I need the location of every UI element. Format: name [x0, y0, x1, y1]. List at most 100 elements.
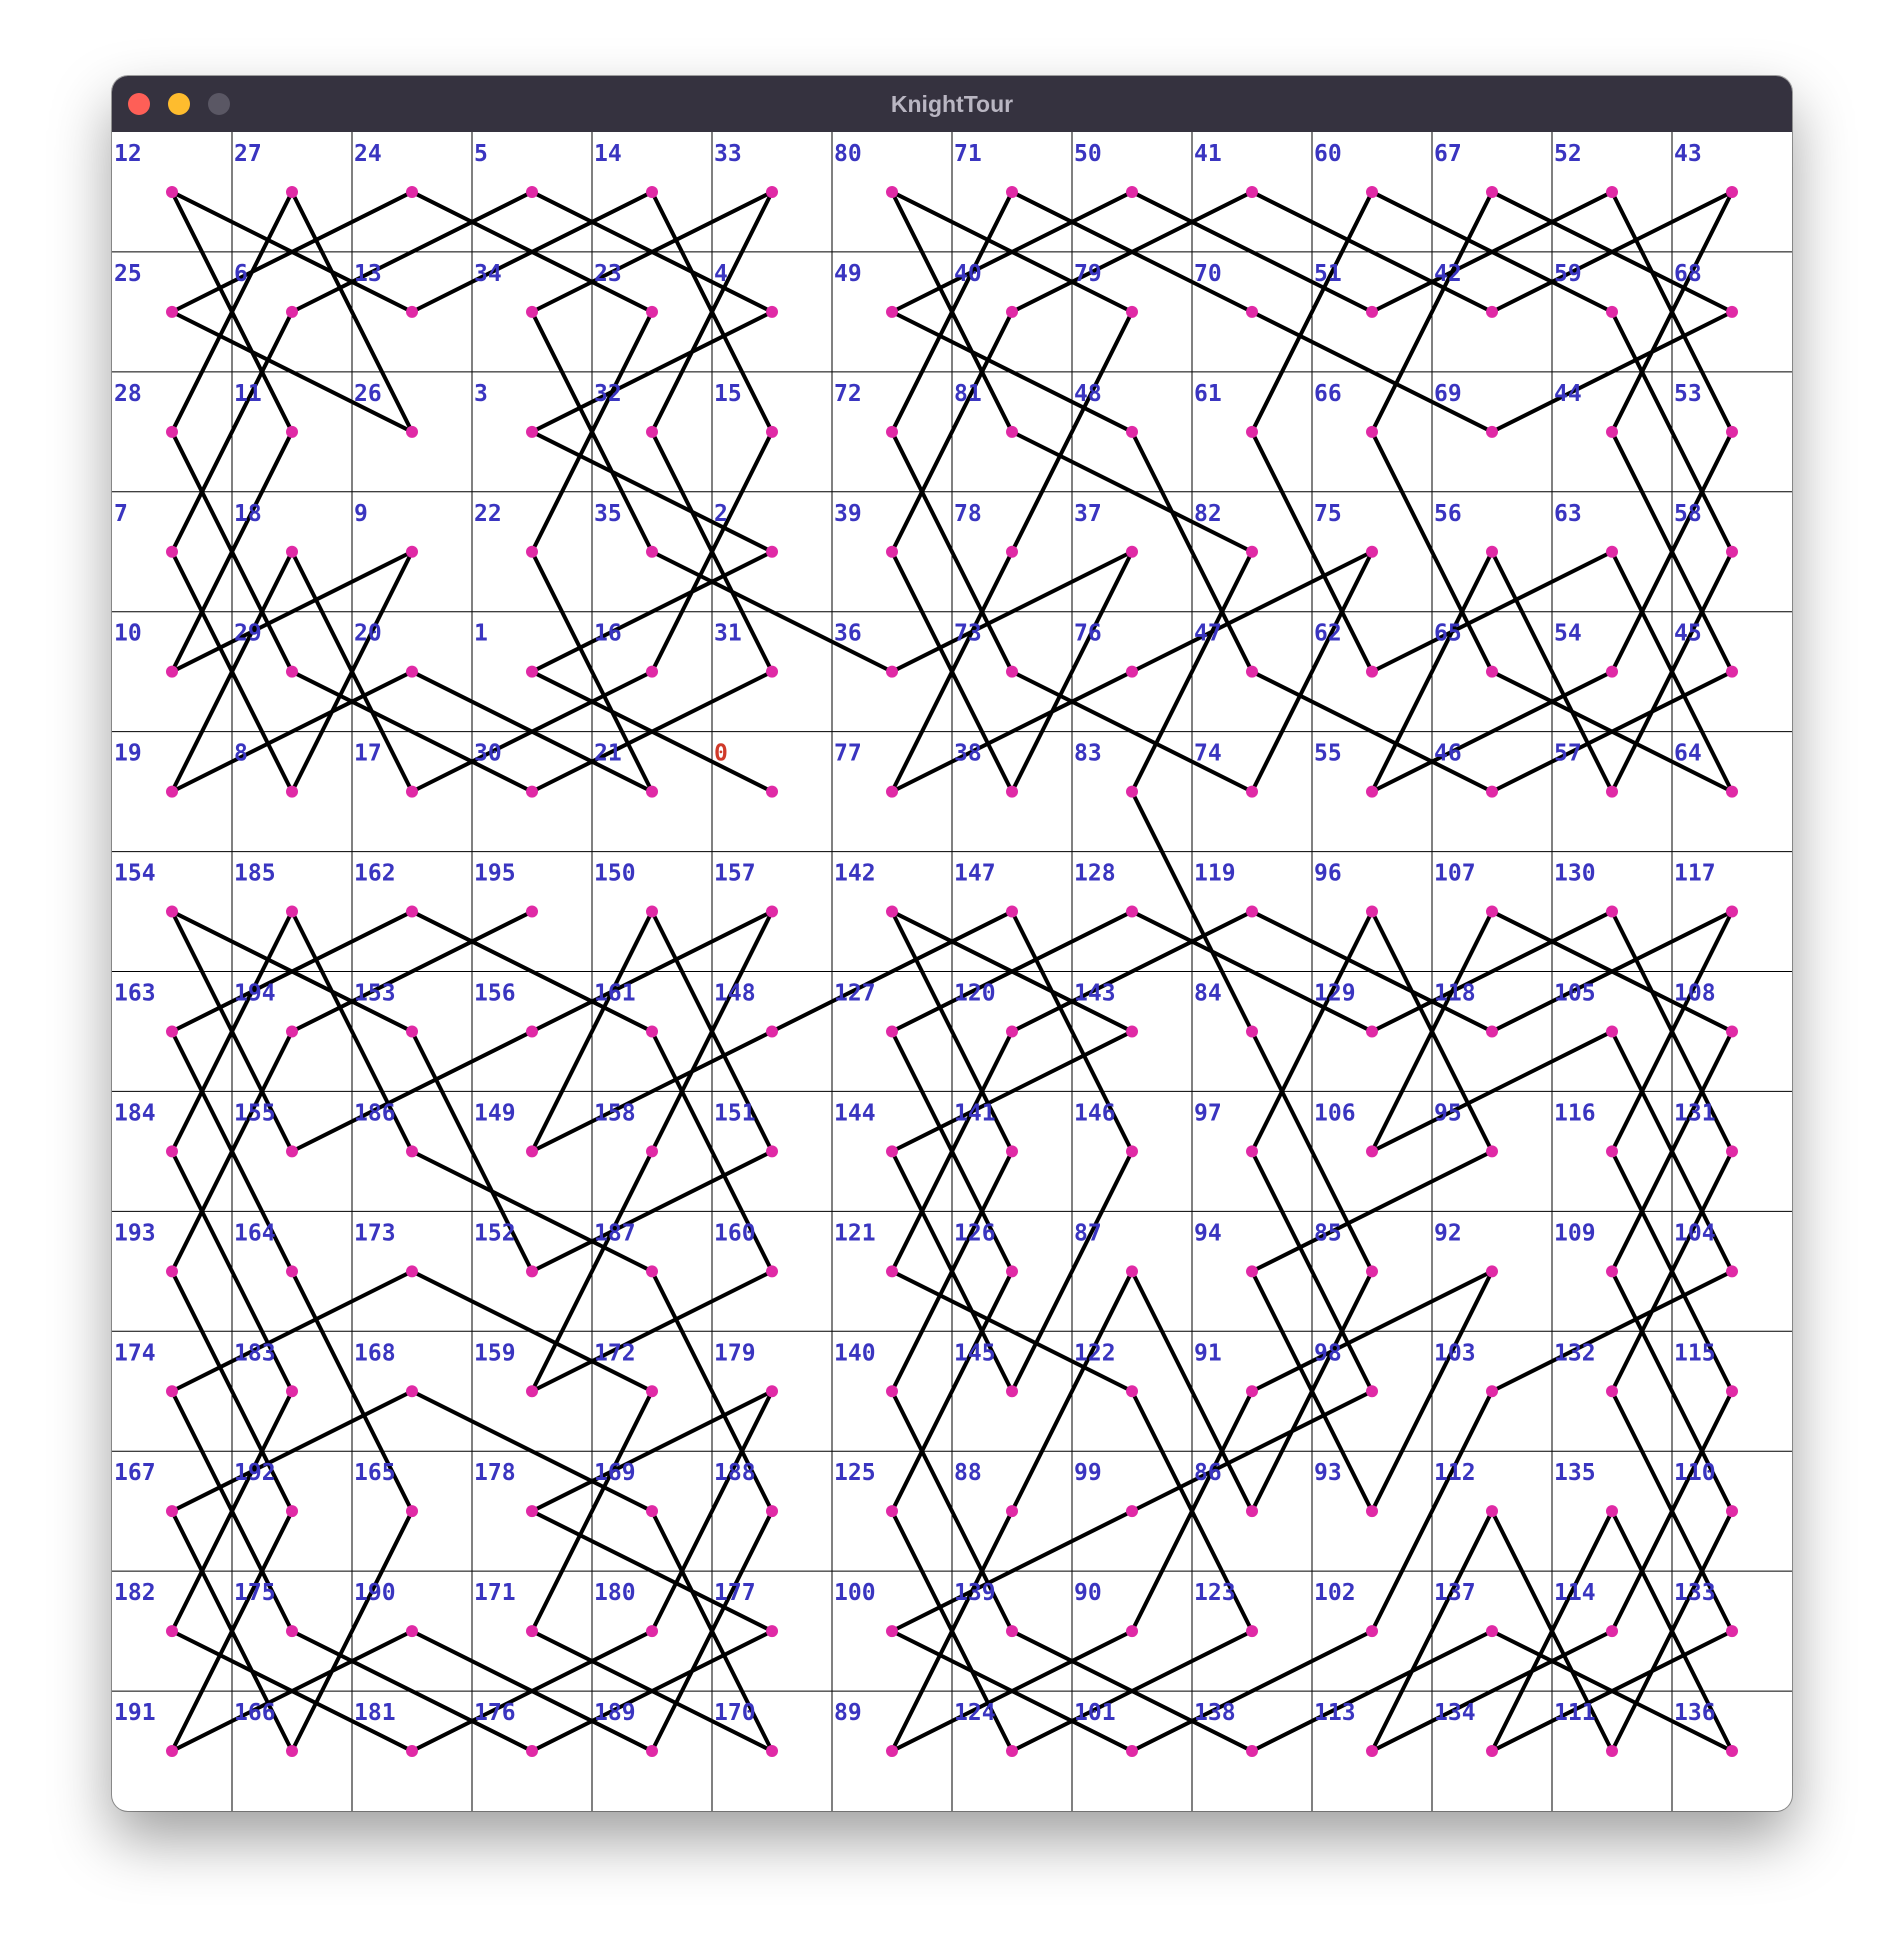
- move-number-label: 61: [1194, 381, 1222, 407]
- path-segment: [530, 1149, 774, 1274]
- close-button[interactable]: [128, 93, 150, 115]
- move-point: [1006, 185, 1018, 198]
- move-point: [1366, 665, 1378, 678]
- move-number-label: 42: [1434, 261, 1462, 287]
- move-number-label: 162: [354, 861, 396, 887]
- move-number-label: 122: [1074, 1340, 1116, 1366]
- move-number-label: 176: [474, 1700, 516, 1726]
- move-point: [166, 1265, 178, 1278]
- move-number-label: 151: [714, 1100, 756, 1126]
- move-number-label: 185: [234, 861, 276, 887]
- move-point: [1726, 1745, 1738, 1758]
- move-point: [646, 1025, 658, 1038]
- move-number-label: 28: [114, 381, 142, 407]
- path-segment: [650, 1269, 774, 1514]
- move-point: [1486, 1265, 1498, 1278]
- move-number-label: 147: [954, 861, 996, 887]
- move-point: [1366, 1265, 1378, 1278]
- path-segment: [1250, 909, 1494, 1034]
- move-point: [1366, 1745, 1378, 1758]
- maximize-button[interactable]: [208, 93, 230, 115]
- move-number-label: 4: [714, 261, 728, 287]
- move-number-label: 59: [1554, 261, 1582, 287]
- move-number-label: 168: [354, 1340, 396, 1366]
- move-number-label: 153: [354, 981, 396, 1007]
- move-point: [526, 1625, 538, 1638]
- move-number-label: 57: [1554, 741, 1582, 767]
- path-segment: [890, 909, 1134, 1034]
- move-point: [1606, 665, 1618, 678]
- minimize-button[interactable]: [168, 93, 190, 115]
- move-point: [766, 185, 778, 198]
- move-point: [406, 1265, 418, 1278]
- path-segment: [890, 429, 1014, 674]
- path-segment: [530, 909, 654, 1154]
- path-segment: [1610, 429, 1734, 674]
- move-number-label: 104: [1674, 1220, 1716, 1246]
- move-number-label: 25: [114, 261, 142, 287]
- move-point: [1486, 1025, 1498, 1038]
- path-segment: [530, 309, 654, 554]
- move-point: [1246, 305, 1258, 318]
- move-point: [1126, 425, 1138, 438]
- path-segment: [170, 429, 294, 674]
- path-segment: [1490, 909, 1734, 1034]
- move-points: [166, 185, 1738, 1758]
- move-number-label: 85: [1314, 1220, 1342, 1246]
- move-number-label: 69: [1434, 381, 1462, 407]
- move-number-label: 2: [714, 501, 728, 527]
- move-number-label: 111: [1554, 1700, 1596, 1726]
- move-number-label: 192: [234, 1460, 276, 1486]
- move-number-label: 142: [834, 861, 876, 887]
- path-segment: [650, 1389, 774, 1634]
- path-segment: [890, 1509, 1014, 1754]
- path-segment: [530, 189, 774, 314]
- path-segment: [1370, 189, 1614, 314]
- move-point: [1726, 785, 1738, 798]
- move-number-label: 6: [234, 261, 248, 287]
- move-point: [286, 1025, 298, 1038]
- path-segment: [1130, 1269, 1254, 1514]
- move-point: [1126, 1745, 1138, 1758]
- move-number-label: 160: [714, 1220, 756, 1246]
- path-segment: [1370, 189, 1494, 434]
- move-number-label: 140: [834, 1340, 876, 1366]
- move-number-label: 172: [594, 1340, 636, 1366]
- move-number-label: 181: [354, 1700, 396, 1726]
- move-point: [406, 905, 418, 918]
- move-point: [1246, 1745, 1258, 1758]
- title-bar[interactable]: KnightTour: [112, 76, 1792, 132]
- move-number-label: 10: [114, 621, 142, 647]
- move-number-label: 52: [1554, 141, 1582, 167]
- path-segment: [170, 909, 414, 1034]
- path-segment: [1250, 1149, 1374, 1394]
- move-number-label: 149: [474, 1100, 516, 1126]
- move-point: [886, 1745, 898, 1758]
- move-point: [766, 545, 778, 558]
- move-point: [1006, 425, 1018, 438]
- move-number-label: 77: [834, 741, 862, 767]
- move-point: [526, 1265, 538, 1278]
- move-point: [526, 1385, 538, 1398]
- move-number-label: 84: [1194, 981, 1222, 1007]
- path-segment: [1130, 909, 1374, 1034]
- move-point: [286, 1745, 298, 1758]
- move-point: [1006, 1145, 1018, 1158]
- path-segment: [890, 189, 1014, 434]
- move-number-label: 19: [114, 741, 142, 767]
- move-number-label: 22: [474, 501, 502, 527]
- path-segment: [650, 189, 774, 434]
- path-segment: [1610, 1509, 1734, 1754]
- move-point: [406, 1385, 418, 1398]
- path-segment: [890, 549, 1014, 794]
- move-point: [1126, 1145, 1138, 1158]
- move-point: [166, 905, 178, 918]
- move-number-label: 165: [354, 1460, 396, 1486]
- move-number-label: 136: [1674, 1700, 1716, 1726]
- move-point: [766, 1265, 778, 1278]
- move-point: [286, 425, 298, 438]
- path-segment: [1130, 1389, 1374, 1514]
- move-number-label: 36: [834, 621, 862, 647]
- move-number-label: 186: [354, 1100, 396, 1126]
